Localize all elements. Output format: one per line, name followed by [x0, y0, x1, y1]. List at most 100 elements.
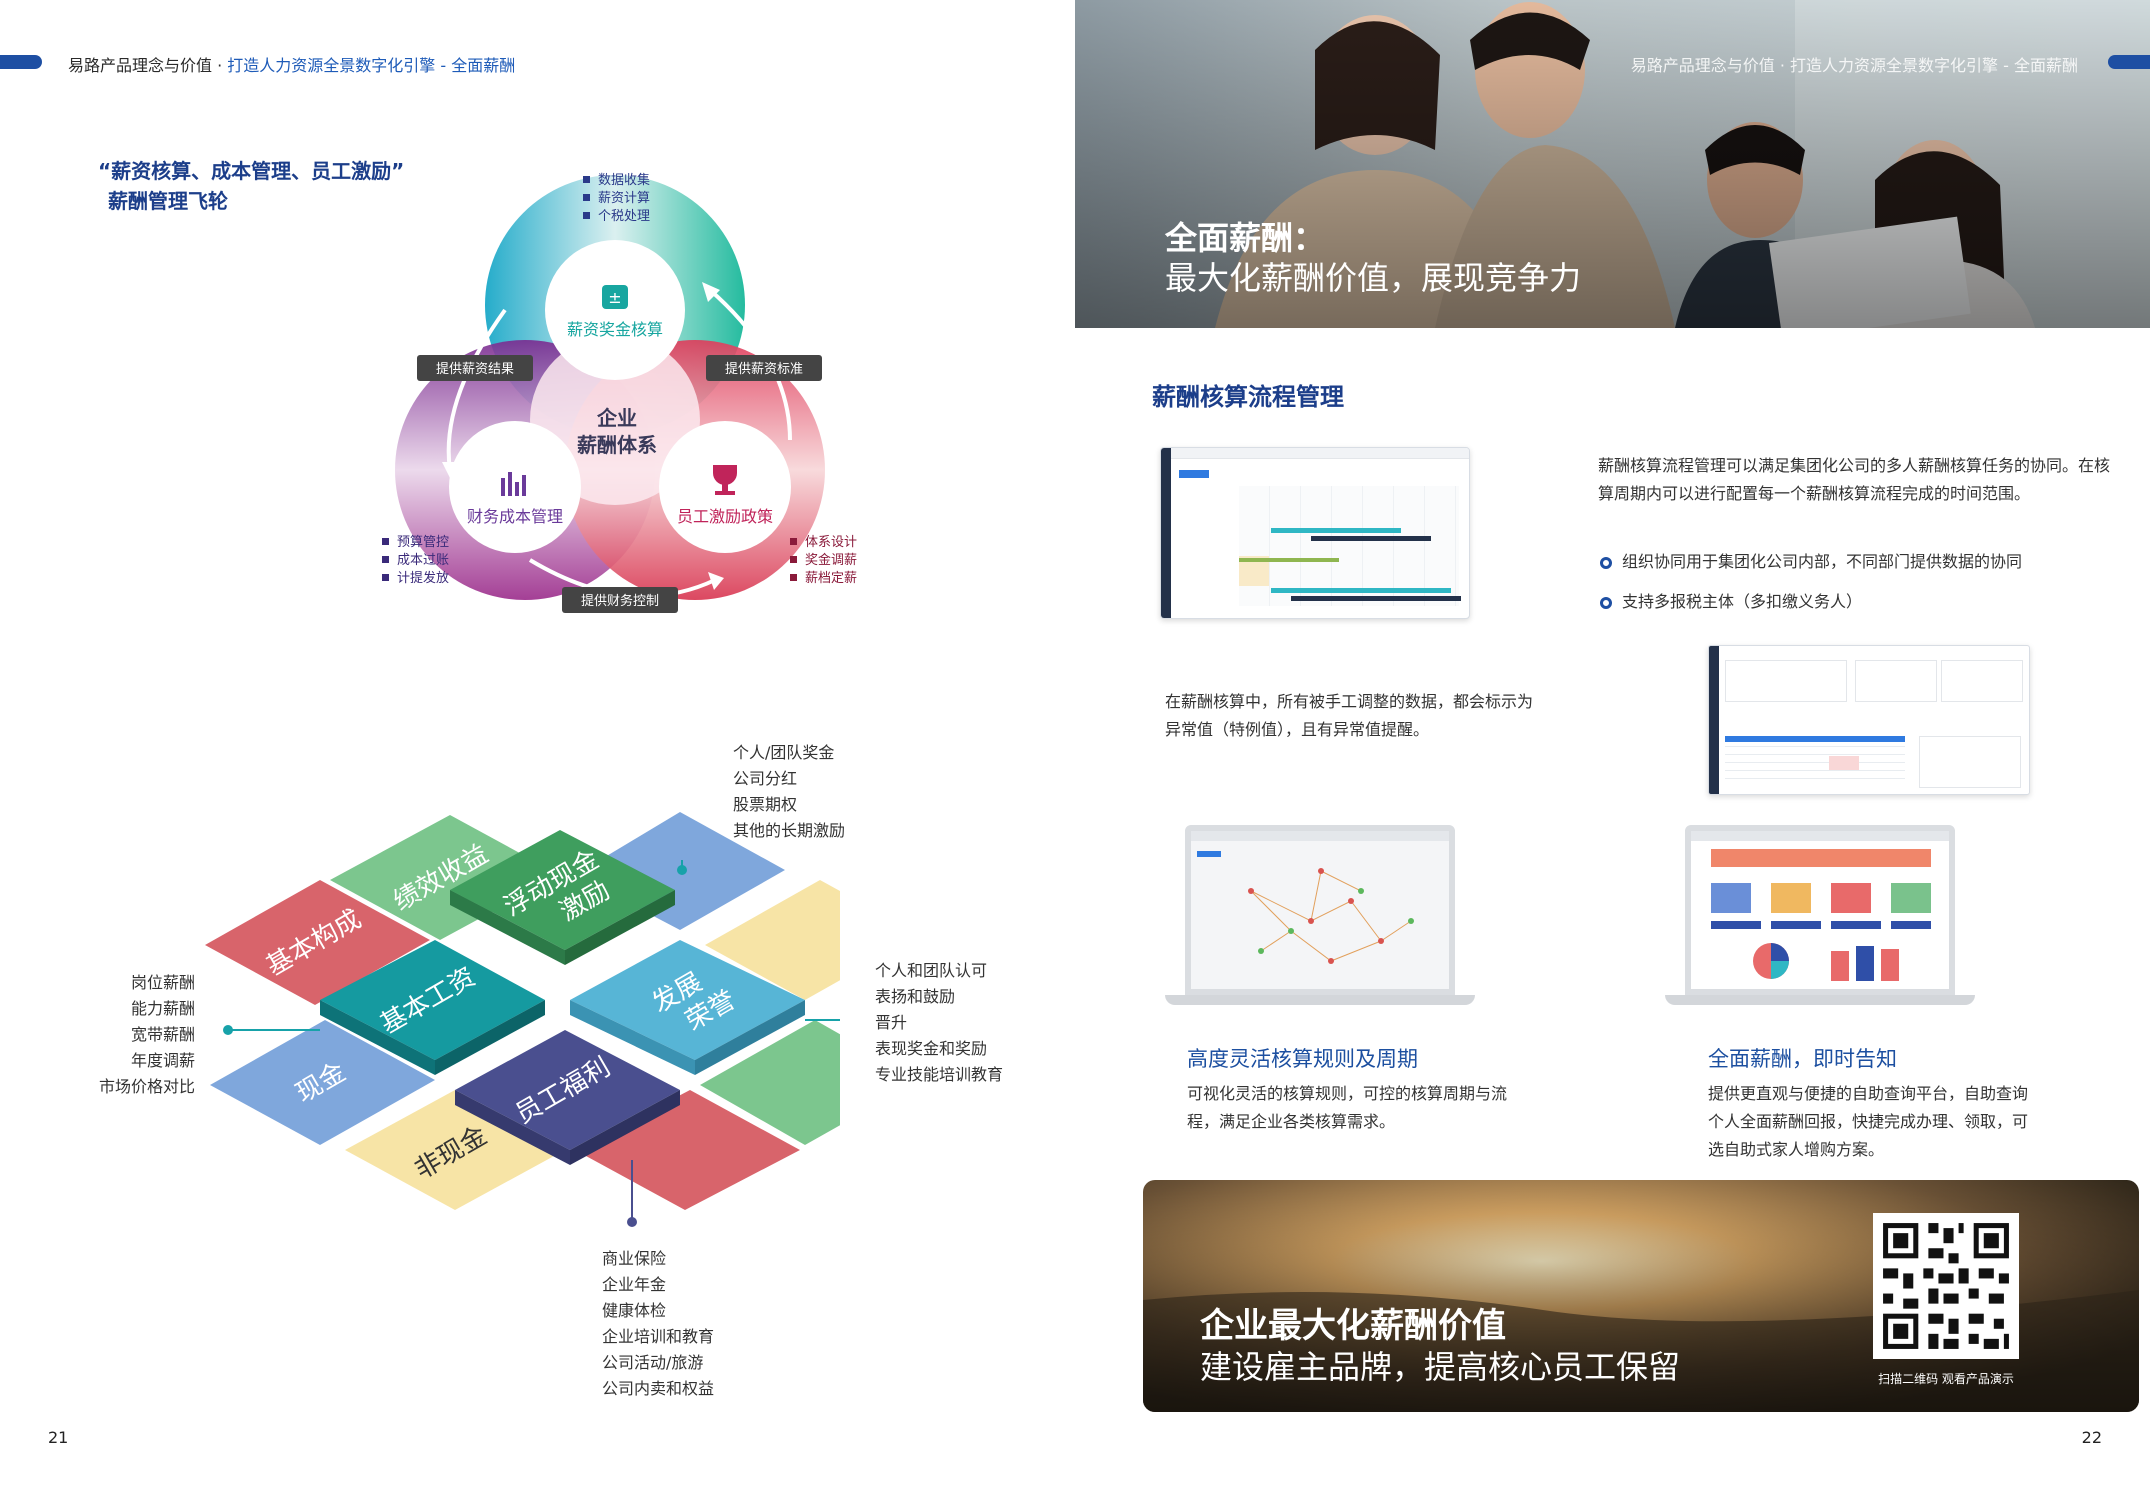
- trophy-icon: [713, 465, 737, 495]
- right-page: 易路产品理念与价值 · 打造人力资源全景数字化引擎 - 全面薪酬 全面薪酬： 最…: [1075, 0, 2150, 1500]
- list-item: 企业培训和教育: [602, 1327, 715, 1346]
- gantt-screenshot: [1160, 447, 1470, 619]
- page-number-right: 22: [2081, 1428, 2102, 1447]
- left-item: 计提发放: [397, 570, 449, 586]
- list-item: 公司内卖和权益: [602, 1379, 715, 1398]
- list-item: 公司活动/旅游: [602, 1353, 704, 1372]
- feature2-title: 全面薪酬，即时告知: [1708, 1047, 1897, 1071]
- tile-floating-cash: [450, 830, 675, 950]
- left-header: 易路产品理念与价值 · 打造人力资源全景数字化引擎 - 全面薪酬: [68, 52, 515, 76]
- connector-dot-left: [223, 1025, 233, 1035]
- arrow-label-result-box: [417, 355, 533, 381]
- anomaly-text: 在薪酬核算中，所有被手工调整的数据，都会标示为异常值（特例值），且有异常值提醒。: [1165, 692, 1534, 739]
- right-header: 易路产品理念与价值 · 打造人力资源全景数字化引擎 - 全面薪酬: [1630, 56, 2078, 75]
- list-top: 个人/团队奖金 公司分红 股票期权 其他的长期激励: [733, 740, 845, 844]
- arrow-control-head: [708, 572, 724, 590]
- bar-chart-icon: [501, 472, 526, 496]
- tile-development: [570, 940, 805, 1060]
- list-bottom: 商业保险 企业年金 健康体检 企业培训和教育 公司活动/旅游 公司内卖和权益: [602, 1246, 714, 1402]
- flywheel-diagram: ± 薪资奖金核算 财务成本管理 员工激励政策 企业 薪酬体系 提供薪资结果 提供…: [382, 172, 857, 613]
- page-number-left: 21: [48, 1428, 69, 1447]
- arrow-label-control-box: [562, 587, 678, 613]
- top-item: 数据收集: [598, 172, 650, 188]
- right-item: 体系设计: [805, 535, 857, 550]
- dashboard-image: [1691, 831, 1949, 981]
- arrow-result-path: [446, 308, 507, 471]
- list-item: 其他的长期激励: [733, 821, 846, 840]
- tile-cash: [210, 1020, 435, 1145]
- qr-caption: 扫描二维码 观看产品演示: [1878, 1372, 2014, 1386]
- tile-basic-structure: [205, 880, 430, 1005]
- svg-text:±: ±: [608, 288, 621, 307]
- rules-laptop: [1165, 825, 1475, 1015]
- banner-line2: 建设雇主品牌，提高核心员工保留: [1200, 1348, 1681, 1386]
- top-item: 个税处理: [598, 209, 650, 224]
- compensation-iso-diagram: 绩效收益 基本构成 浮动现金激励 基本工资 发展荣誉 现金 员工福利 非现金: [205, 812, 840, 1227]
- list-item: 表现奖金和奖励: [875, 1039, 988, 1058]
- flywheel-title-line1: “薪资核算、成本管理、员工激励”: [98, 159, 405, 183]
- header-highlight: 打造人力资源全景数字化引擎 - 全面薪酬: [227, 56, 516, 75]
- bottom-banner: 企业最大化薪酬价值 建设雇主品牌，提高核心员工保留: [1143, 1180, 2139, 1412]
- node-payroll: [545, 240, 685, 380]
- tile-welfare: [455, 1030, 680, 1150]
- list-right: 个人和团队认可 表扬和鼓励 晋升 表现奖金和奖励 专业技能培训教育: [875, 958, 1003, 1088]
- list-item: 商业保险: [602, 1249, 667, 1268]
- list-item: 个人和团队认可: [875, 961, 988, 980]
- header-tab-marker: [2108, 55, 2150, 69]
- hero-title-line1: 全面薪酬：: [1165, 219, 1326, 257]
- arrow-label-standard-box: [706, 355, 822, 381]
- header-tab-marker: [0, 55, 42, 69]
- network-graph-image: [1191, 831, 1449, 964]
- tile-right-yellow: [705, 880, 840, 1000]
- list-item: 企业年金: [602, 1275, 667, 1294]
- feature2-desc: 提供更直观与便捷的自助查询平台，自助查询个人全面薪酬回报，快捷完成办理、领取，可…: [1708, 1084, 2029, 1159]
- section-title: 薪酬核算流程管理: [1152, 383, 1344, 411]
- header-prefix: 易路产品理念与价值 ·: [68, 56, 228, 75]
- list-item: 个人/团队奖金: [733, 743, 835, 762]
- calculator-icon: [602, 285, 628, 309]
- node-payroll-label: 薪资奖金核算: [567, 320, 663, 339]
- flywheel-title-line2: 薪酬管理飞轮: [108, 189, 228, 213]
- bullet-item: 组织协同用于集团化公司内部，不同部门提供数据的协同: [1600, 548, 2022, 572]
- list-left: 岗位薪酬 能力薪酬 宽带薪酬 年度调薪 市场价格对比: [95, 970, 195, 1100]
- arrow-label-standard: 提供薪资标准: [725, 361, 803, 377]
- left-item: 成本过账: [397, 553, 449, 568]
- tile-basic-salary: [320, 940, 545, 1060]
- connector-dot-top: [677, 865, 687, 875]
- intro-text: 薪酬核算流程管理可以满足集团化公司的多人薪酬核算任务的协同。在核算周期内可以进行…: [1598, 456, 2111, 503]
- list-item: 晋升: [875, 1013, 908, 1032]
- list-item: 市场价格对比: [98, 1077, 195, 1096]
- qr-code-image: [1873, 1213, 2019, 1359]
- feature1-title: 高度灵活核算规则及周期: [1187, 1047, 1418, 1071]
- anomaly-screenshot: [1708, 645, 2030, 795]
- center-label-line2: 薪酬体系: [577, 433, 657, 457]
- list-item: 公司分红: [733, 769, 798, 788]
- node-cost-label: 财务成本管理: [467, 507, 563, 526]
- list-item: 能力薪酬: [130, 999, 195, 1018]
- arrow-standard-head: [702, 282, 720, 302]
- list-item: 岗位薪酬: [130, 973, 195, 992]
- flywheel-title: “薪资核算、成本管理、员工激励” 薪酬管理飞轮: [98, 156, 404, 216]
- ring-bullet-icon: [1600, 596, 1612, 609]
- hero-photo: 易路产品理念与价值 · 打造人力资源全景数字化引擎 - 全面薪酬 全面薪酬： 最…: [1075, 0, 2150, 328]
- self-service-laptop: [1665, 825, 1975, 1015]
- list-item: 股票期权: [733, 795, 798, 814]
- qr-code[interactable]: [1873, 1213, 2019, 1359]
- node-incentive-label: 员工激励政策: [677, 507, 773, 526]
- list-item: 年度调薪: [130, 1051, 195, 1070]
- top-item: 薪资计算: [598, 191, 650, 206]
- list-item: 健康体检: [602, 1301, 667, 1320]
- right-item: 薪档定薪: [805, 571, 857, 586]
- right-item: 奖金调薪: [805, 552, 857, 568]
- feature1-desc: 可视化灵活的核算规则，可控的核算周期与流程，满足企业各类核算需求。: [1187, 1084, 1508, 1131]
- left-page: 易路产品理念与价值 · 打造人力资源全景数字化引擎 - 全面薪酬 “薪资核算、成…: [0, 52, 1003, 1447]
- ring-bullet-icon: [1600, 556, 1612, 569]
- banner-line1: 企业最大化薪酬价值: [1200, 1306, 1506, 1346]
- arrow-label-result: 提供薪资结果: [436, 361, 514, 377]
- connector-dot-bottom: [627, 1217, 637, 1227]
- list-item: 宽带薪酬: [130, 1025, 195, 1044]
- hero-people-image: [1075, 0, 2150, 328]
- center-label-line1: 企业: [596, 406, 637, 430]
- tile-performance: [330, 815, 560, 940]
- bullet-item: 支持多报税主体（多扣缴义务人）: [1600, 588, 1862, 612]
